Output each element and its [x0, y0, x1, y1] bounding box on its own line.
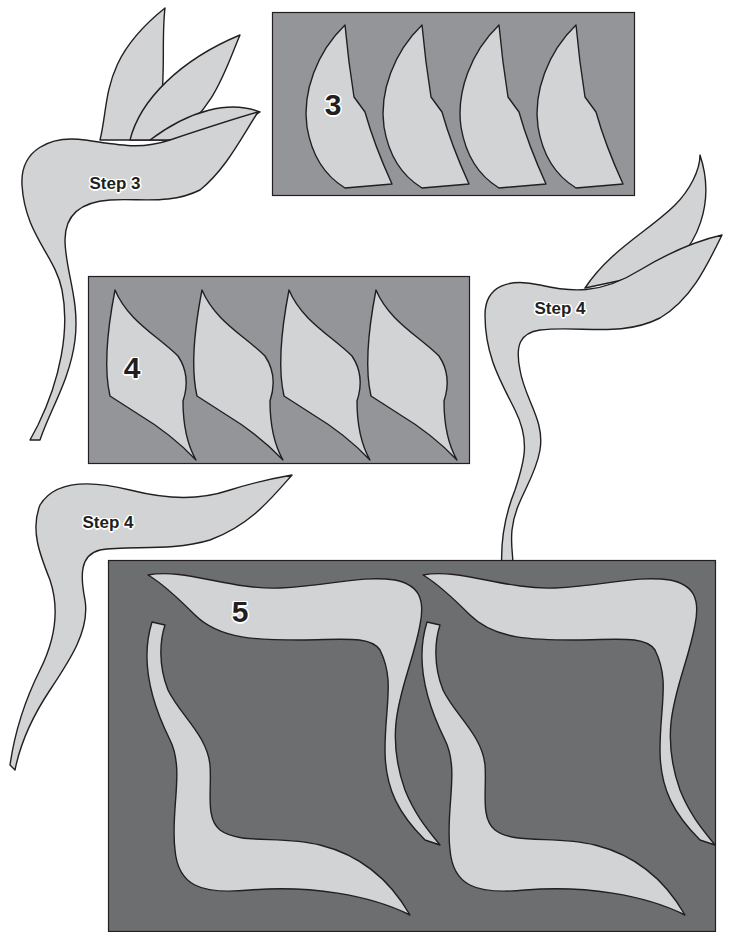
panel-ground [273, 13, 635, 196]
leaf-piece [194, 290, 283, 460]
leaf-piece [368, 290, 457, 460]
panel-shape [108, 560, 716, 932]
panel-ground [109, 561, 716, 932]
pattern-panel: 4 [88, 276, 470, 464]
leaf-piece [460, 25, 546, 188]
step-label: Step 4 [534, 300, 585, 317]
leaf-piece [107, 290, 196, 460]
panel-shape [88, 276, 470, 464]
stem-shape [480, 150, 728, 575]
leaf-piece [383, 25, 469, 188]
leaf-piece [537, 25, 623, 188]
pattern-panel: 3 [272, 12, 635, 196]
step-number: 5 [232, 597, 249, 627]
panel-ground [89, 277, 470, 464]
step-label: Step 3 [89, 175, 140, 192]
leaf-piece [306, 25, 392, 188]
flower-stem: Step 4 [480, 150, 728, 575]
step-label: Step 4 [82, 514, 133, 531]
frame-piece [147, 622, 410, 915]
step-number: 4 [124, 353, 141, 383]
step-number: 3 [325, 90, 342, 120]
stem-body [485, 235, 722, 572]
pattern-panel: 5 [108, 560, 716, 932]
leaf-piece [281, 290, 370, 460]
frame-piece [422, 622, 685, 915]
